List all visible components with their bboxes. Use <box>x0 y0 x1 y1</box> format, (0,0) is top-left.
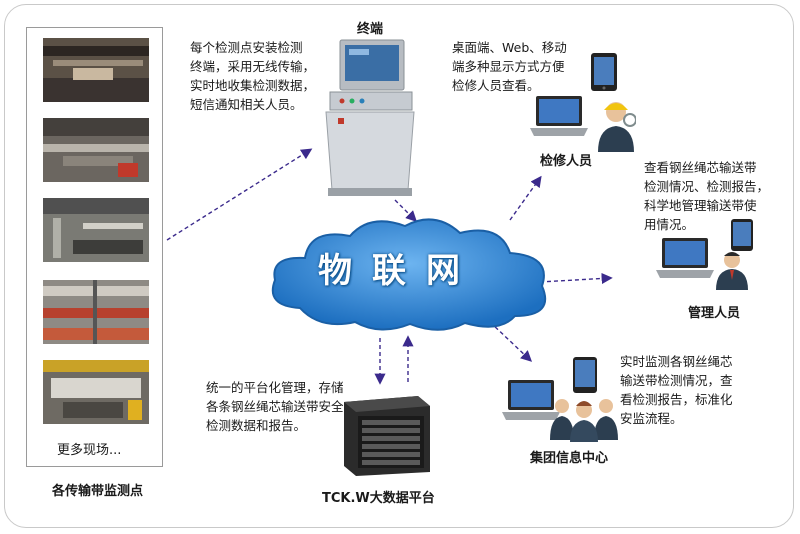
arrow-sites-to-terminal <box>166 148 313 241</box>
maintenance-worker-icon <box>598 102 636 152</box>
management-label: 管理人员 <box>688 306 741 321</box>
terminal-kiosk-icon <box>325 39 415 196</box>
server-rack-icon <box>344 396 430 476</box>
terminal-label: 终端 <box>357 22 384 37</box>
site-photo-5 <box>43 360 149 424</box>
maintenance-label: 检修人员 <box>540 154 593 169</box>
laptop-icon-group <box>502 380 560 420</box>
sites-title: 各传输带监测点 <box>52 484 144 499</box>
arrow-cloud-to-management <box>539 272 613 285</box>
manager-person-icon <box>716 252 748 290</box>
more-sites-text: 更多现场... <box>57 443 122 458</box>
group-description: 实时监测各钢丝绳芯 输送带检测情况，查 看检测报告，标准化 安监流程。 <box>620 354 733 426</box>
arrow-cloud-to-maintenance <box>509 175 542 221</box>
site-photo-3 <box>43 198 149 262</box>
sites-panel: 更多现场... <box>26 27 163 467</box>
tablet-icon <box>591 53 617 91</box>
arrow-cloud-to-group <box>489 321 533 362</box>
tablet-icon-group <box>573 357 597 393</box>
laptop-icon <box>530 96 588 136</box>
arrow-terminal-to-cloud <box>394 199 417 222</box>
iot-cloud-label: 物联网 <box>318 251 480 291</box>
display-description: 桌面端、Web、移动 端多种显示方式方便 检修人员查看。 <box>452 40 567 93</box>
platform-description: 统一的平台化管理，存储 各条钢丝绳芯输送带安全 检测数据和报告。 <box>206 380 344 433</box>
iot-cloud-icon <box>271 218 547 331</box>
site-photo-2 <box>43 118 149 182</box>
platform-label: TCK.W大数据平台 <box>322 491 435 506</box>
management-description: 查看钢丝绳芯输送带 检测情况、检测报告， 科学地管理输送带使 用情况。 <box>644 160 770 232</box>
group-label: 集团信息中心 <box>530 451 609 466</box>
laptop-icon-management <box>656 238 714 278</box>
group-people-icon <box>550 399 618 442</box>
site-photo-4 <box>43 280 149 344</box>
site-photo-1 <box>43 38 149 102</box>
tablet-icon-management <box>731 219 753 251</box>
terminal-description: 每个检测点安装检测 终端，采用无线传输， 实时地收集检测数据， 短信通知相关人员… <box>190 40 316 112</box>
